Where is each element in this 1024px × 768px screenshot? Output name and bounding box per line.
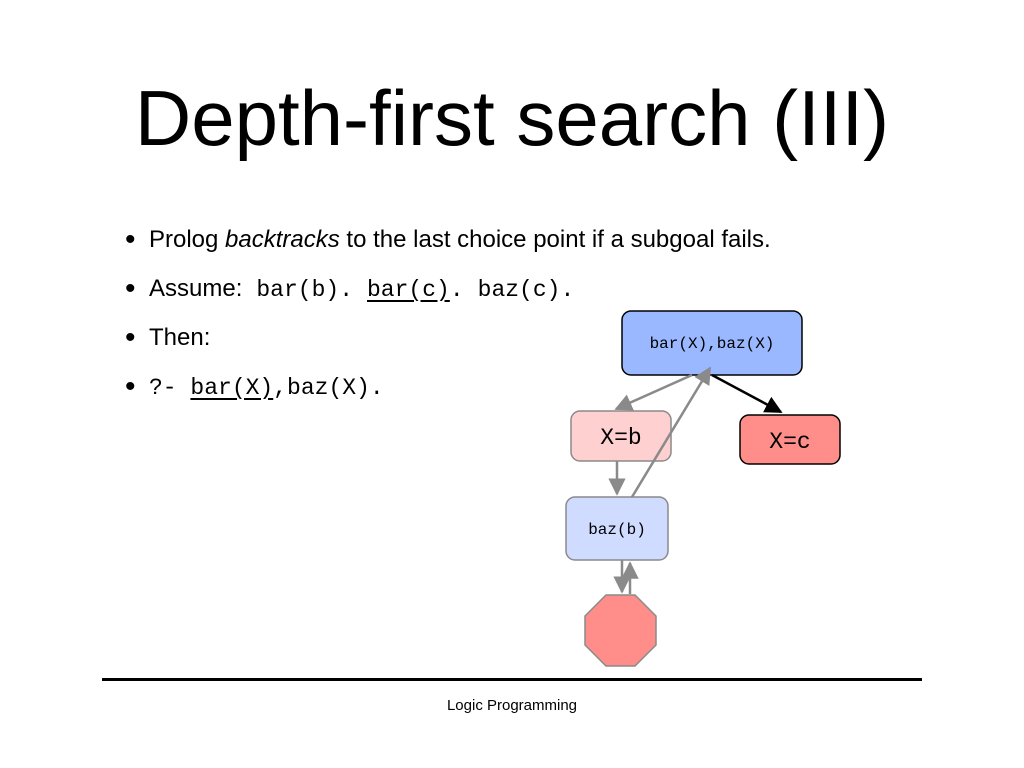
footer-divider xyxy=(102,678,922,681)
bullet-dot-icon: • xyxy=(125,272,136,305)
tree-node-left-label: X=b xyxy=(600,425,641,451)
bullet-then: • Then: xyxy=(125,318,771,367)
bullet-query: • ?- bar(X),baz(X). xyxy=(125,367,771,416)
bullet-dot-icon: • xyxy=(125,370,136,403)
bullet-list: • Prolog backtracks to the last choice po… xyxy=(125,220,771,416)
bullet-label: Assume: xyxy=(149,275,243,302)
bullet-text: to the last choice point if a subgoal fa… xyxy=(339,226,771,253)
slide-footer: Logic Programming xyxy=(446,697,578,714)
bullet-dot-icon: • xyxy=(125,321,136,354)
query-goal-rest: ,baz(X). xyxy=(273,375,384,401)
fact-bar-c: bar(c) xyxy=(367,277,450,303)
tree-node-root-label: bar(X),baz(X) xyxy=(650,335,775,353)
tree-node-left: X=b xyxy=(570,410,672,462)
query-goal-bar: bar(X) xyxy=(190,375,274,401)
edge-child-backtrack-to-root xyxy=(630,366,712,498)
fact-baz-c: baz(c). xyxy=(477,277,575,303)
bullet-dot-icon: • xyxy=(125,223,136,256)
bullet-text: Then: xyxy=(149,324,211,351)
bullet-emphasis: backtracks xyxy=(225,226,340,253)
fail-stop-icon xyxy=(584,594,657,667)
tree-node-child-label: baz(b) xyxy=(588,521,646,539)
fact-bar-b: bar(b). xyxy=(256,277,353,303)
tree-node-child: baz(b) xyxy=(565,496,669,561)
bullet-text: Prolog xyxy=(149,226,226,253)
edge-root-to-right xyxy=(711,373,783,414)
tree-node-root: bar(X),baz(X) xyxy=(621,310,803,376)
bullet-backtracks: • Prolog backtracks to the last choice po… xyxy=(125,220,771,269)
bullet-assume: • Assume: bar(b). bar(c). baz(c). xyxy=(125,269,771,318)
slide-title: Depth-first search (III) xyxy=(134,74,890,162)
tree-node-right: X=c xyxy=(739,414,841,465)
tree-node-right-label: X=c xyxy=(769,429,810,455)
query-prompt: ?- xyxy=(149,375,191,401)
edge-root-to-left xyxy=(614,373,693,411)
fact-bar-c-period: . xyxy=(449,277,464,303)
